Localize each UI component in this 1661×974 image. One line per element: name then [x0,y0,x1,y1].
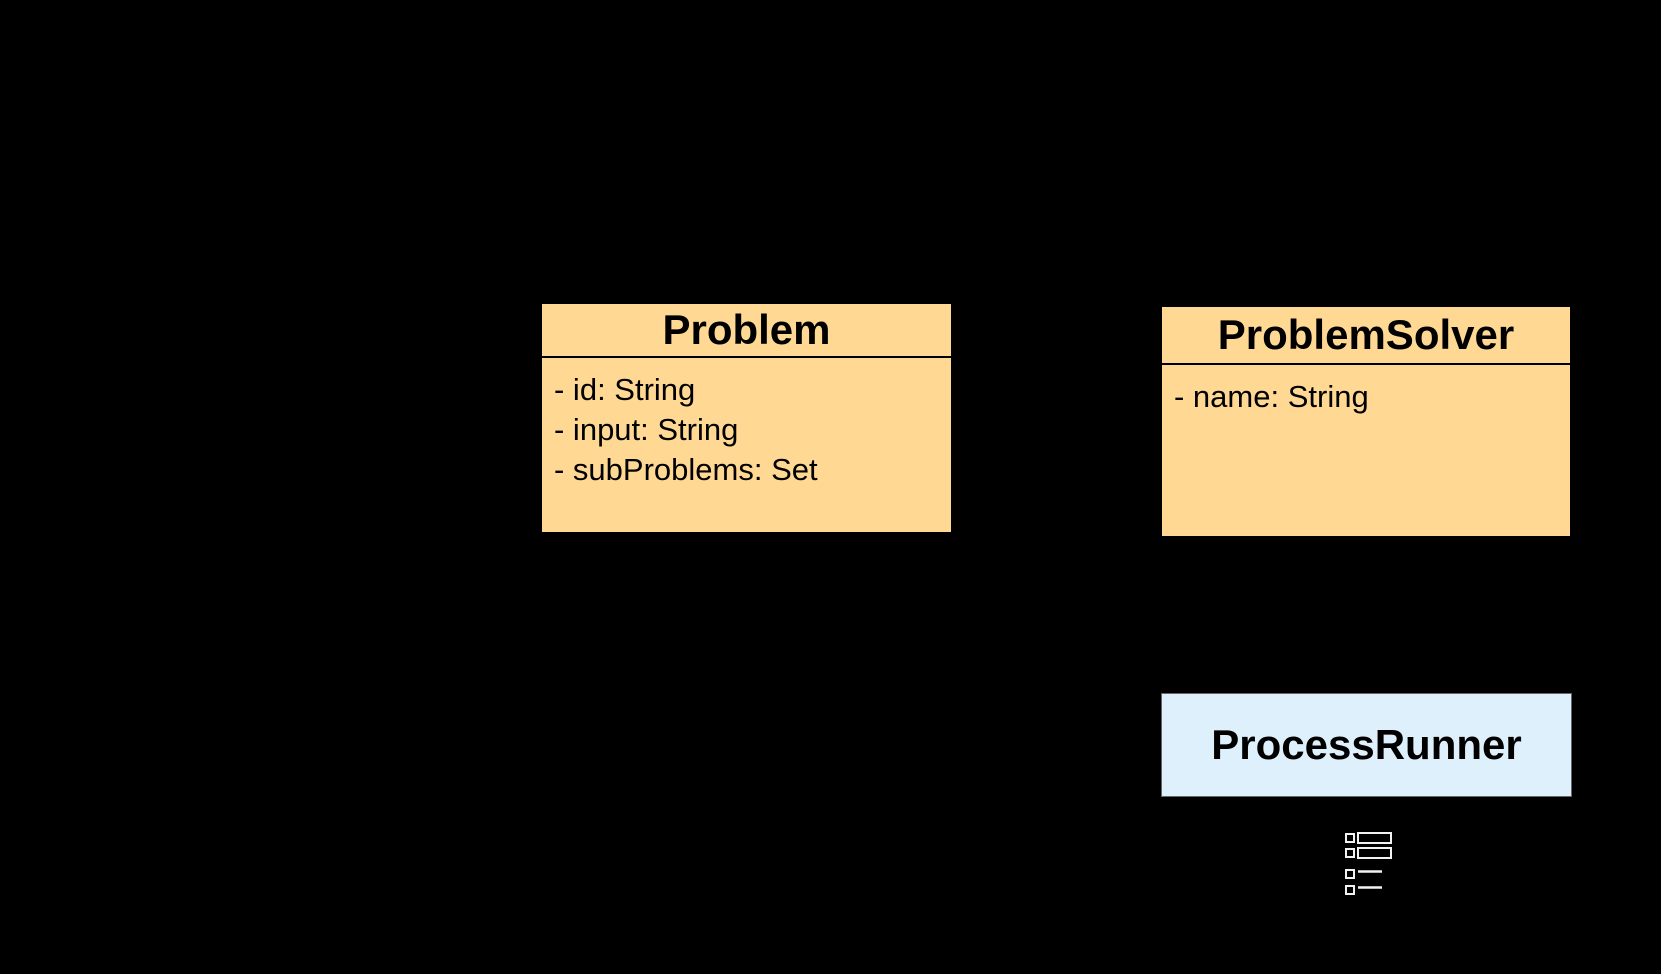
class-title-problemsolver: ProblemSolver [1162,307,1570,365]
box-title-processrunner: ProcessRunner [1211,721,1522,768]
attribute-input: - input: String [554,412,739,447]
class-box-problem: Problem - id: String - input: String - s… [540,302,953,534]
attribute-subproblems: - subProblems: Set [554,452,818,487]
box-processrunner: ProcessRunner [1161,693,1572,797]
class-box-problemsolver: ProblemSolver - name: String [1160,305,1572,538]
attribute-id: - id: String [554,372,696,407]
list-icon [1343,830,1395,896]
class-title-problem: Problem [542,304,951,358]
class-attributes-problem: - id: String - input: String - subProble… [542,358,951,490]
attribute-name: - name: String [1174,379,1369,414]
class-attributes-problemsolver: - name: String [1162,365,1570,417]
